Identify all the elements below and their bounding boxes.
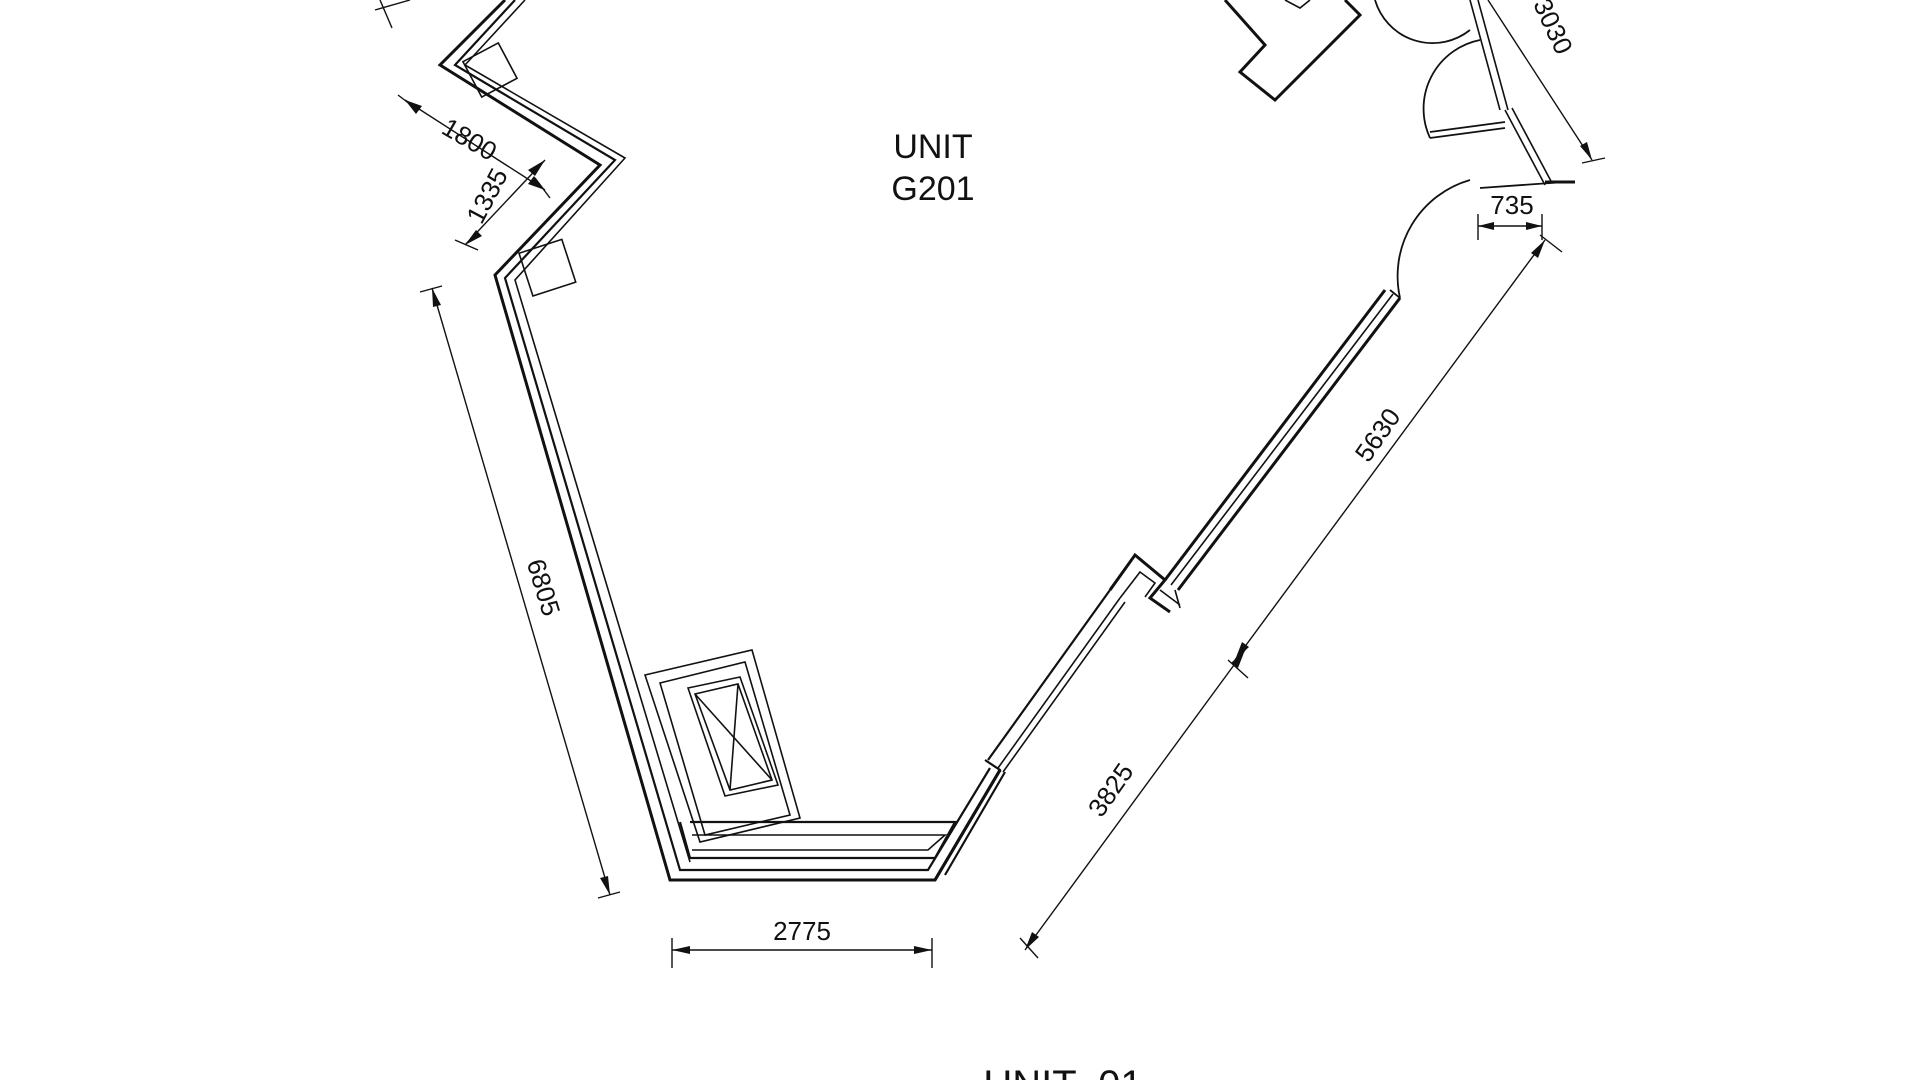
dimension-1800: 1800	[397, 94, 551, 199]
dimension-label-1335: 1335	[460, 163, 514, 228]
door-upper	[1374, 0, 1509, 111]
wall-notch	[1108, 552, 1181, 614]
door-lower	[1389, 179, 1575, 299]
dimension-label-5630: 5630	[1349, 403, 1407, 468]
bottom-counter	[678, 820, 957, 860]
wall-stub-top-right	[1223, 0, 1363, 103]
room-label-line1: UNIT	[893, 128, 972, 166]
glazed-wall-lower	[933, 589, 1126, 881]
room-label-line2: G201	[891, 170, 974, 208]
dimension-2775: 2775	[671, 916, 933, 968]
lift-shaft	[643, 649, 801, 843]
dimension-label-6805: 6805	[521, 555, 567, 619]
dimension-label-3825: 3825	[1082, 758, 1140, 823]
dimension-label-1800: 1800	[437, 112, 502, 167]
dimension-tick-top-left	[374, 0, 411, 29]
door-middle	[1422, 39, 1553, 186]
dimension-label-735: 735	[1490, 190, 1533, 220]
dimension-6805: 6805	[419, 285, 621, 899]
dimension-label-2775: 2775	[773, 916, 831, 946]
column-mid-left	[518, 238, 577, 298]
dimension-735: 735	[1477, 190, 1543, 240]
dimension-3825: 3825	[1019, 649, 1249, 959]
dimension-3030: 3030	[1487, 0, 1606, 164]
column-top-left	[461, 41, 519, 99]
glazed-wall-upper	[1163, 289, 1402, 591]
neighbor-unit-label: UNIT 01	[983, 1063, 1142, 1080]
dimension-label-3030: 3030	[1527, 0, 1579, 59]
